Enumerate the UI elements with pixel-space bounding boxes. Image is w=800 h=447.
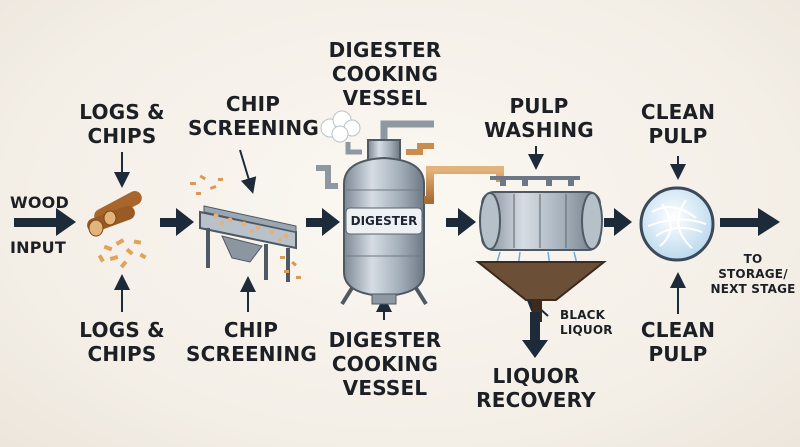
logs-chips-label-bottom: LOGS & CHIPS (79, 318, 165, 366)
flow-arrow-input (14, 208, 76, 236)
digester-tank-text: DIGESTER (350, 214, 418, 228)
clean-pulp-label-bottom: CLEAN PULP (640, 318, 716, 366)
black-liquor-label: BLACK LIQUOR (560, 308, 613, 337)
digester-pipes (316, 120, 434, 189)
steam-icon (320, 110, 361, 143)
output-label: TO STORAGE/ NEXT STAGE (710, 252, 796, 296)
liquor-recovery-arrow (522, 312, 548, 358)
logs-chips-icon (87, 191, 147, 269)
chip-screening-label-top: CHIP SCREENING (188, 92, 319, 140)
digester-label-bottom: DIGESTER COOKING VESSEL (328, 328, 442, 400)
flow-arrow-digester-to-washer (446, 208, 476, 236)
flow-arrow-screen-to-digester (306, 208, 340, 236)
flow-arrow-logs-to-screen (160, 208, 194, 236)
input-label: INPUT (10, 238, 66, 257)
washer-drum-icon (475, 176, 607, 322)
pulp-washing-label: PULP WASHING (484, 94, 594, 142)
chip-screen-icon (190, 174, 301, 282)
transfer-pipe (424, 166, 504, 204)
flow-arrow-output (720, 208, 780, 236)
digester-tank-icon (340, 139, 428, 306)
digester-label-top: DIGESTER COOKING VESSEL (328, 38, 442, 110)
clean-pulp-label-top: CLEAN PULP (640, 100, 716, 148)
flow-arrow-washer-to-pulp (604, 208, 632, 236)
clean-pulp-ball-icon (639, 186, 715, 262)
wood-label: WOOD (10, 193, 69, 212)
liquor-recovery-label: LIQUOR RECOVERY (476, 364, 596, 412)
chip-screening-label-bottom: CHIP SCREENING (186, 318, 317, 366)
logs-chips-label-top: LOGS & CHIPS (79, 100, 165, 148)
